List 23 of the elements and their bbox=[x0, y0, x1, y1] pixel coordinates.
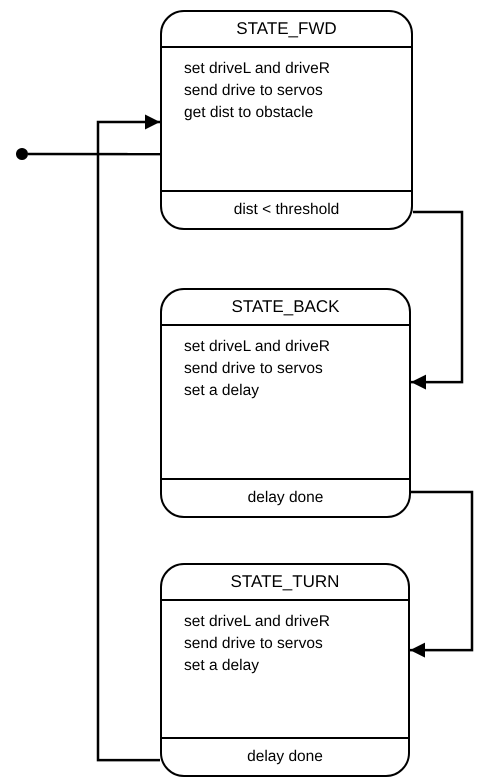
transition-condition: delay done bbox=[248, 489, 324, 507]
state-name: STATE_FWD bbox=[236, 19, 337, 39]
state-box bbox=[160, 10, 413, 230]
state-action: set a delay bbox=[184, 656, 260, 676]
state-action: send drive to servos bbox=[184, 359, 324, 379]
connector-line bbox=[28, 152, 160, 156]
state-name: STATE_BACK bbox=[231, 297, 340, 317]
state-action: set driveL and driveR bbox=[184, 612, 330, 632]
transition-condition: delay done bbox=[247, 748, 323, 766]
transition-arrow bbox=[96, 114, 160, 762]
state-name: STATE_TURN bbox=[230, 572, 340, 592]
state-action: set driveL and driveR bbox=[184, 337, 330, 357]
state-box bbox=[160, 563, 410, 777]
state-action: set driveL and driveR bbox=[184, 59, 330, 79]
state-box bbox=[160, 288, 411, 518]
transition-arrow bbox=[410, 490, 474, 658]
transition-arrow bbox=[411, 210, 464, 390]
state-action: send drive to servos bbox=[184, 634, 324, 654]
state-action: set a delay bbox=[184, 381, 260, 401]
state-action: send drive to servos bbox=[184, 81, 324, 101]
transition-condition: dist < threshold bbox=[234, 201, 340, 219]
state-action: get dist to obstacle bbox=[184, 103, 314, 123]
initial-state-dot bbox=[16, 148, 28, 160]
